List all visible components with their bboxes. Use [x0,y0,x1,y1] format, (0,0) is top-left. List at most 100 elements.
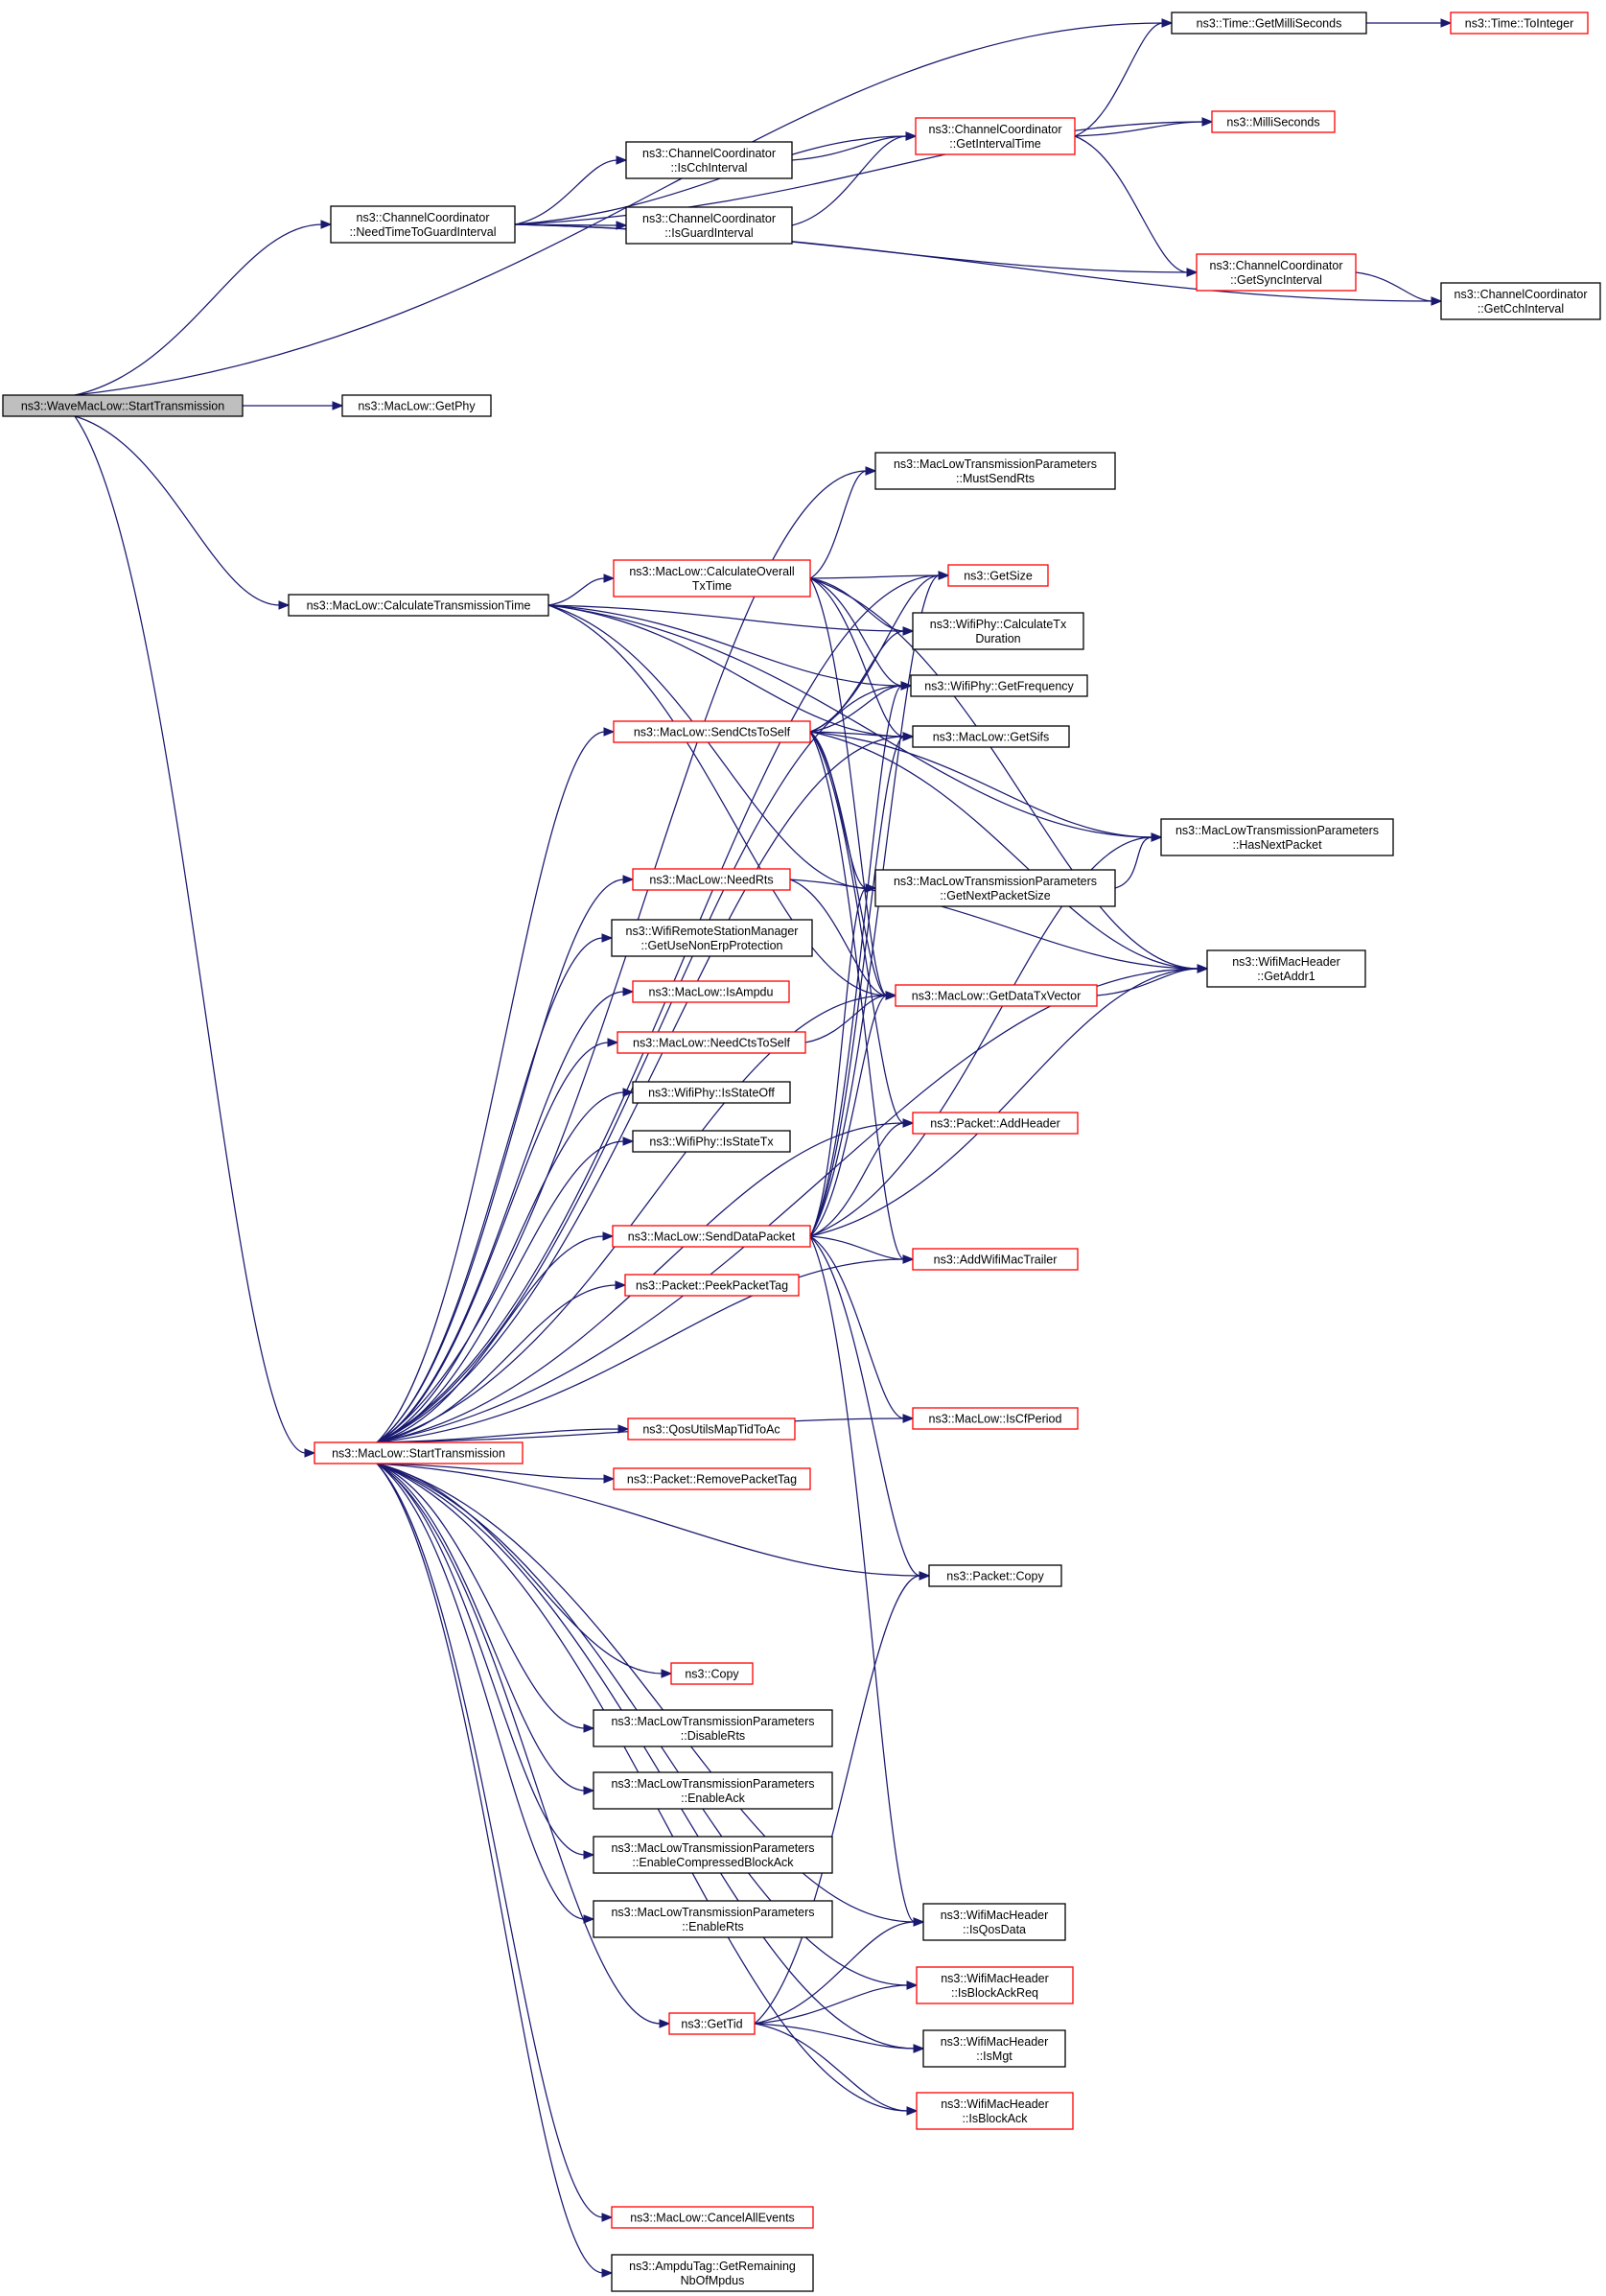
node-cancelAll[interactable]: ns3::MacLow::CancelAllEvents [611,2206,814,2229]
edge-line [789,879,1199,970]
node-getInterval[interactable]: ns3::ChannelCoordinator::GetIntervalTime [915,117,1076,155]
node-sendData[interactable]: ns3::MacLow::SendDataPacket [612,1225,811,1248]
node-toInteger[interactable]: ns3::Time::ToInteger [1450,12,1589,35]
node-getSync[interactable]: ns3::ChannelCoordinator::GetSyncInterval [1196,253,1357,292]
node-getPhy[interactable]: ns3::MacLow::GetPhy [341,394,492,417]
edge-arrowhead [885,991,897,1000]
edge-arrowhead [616,155,628,165]
edge-arrowhead [902,732,915,741]
node-root[interactable]: ns3::WaveMacLow::StartTransmission [2,394,244,417]
edge-line [1355,271,1433,302]
node-addHeader[interactable]: ns3::Packet::AddHeader [912,1112,1079,1135]
edge-arrowhead [603,1474,616,1484]
edge-line [791,135,908,161]
edge-sendData-to-getFreq [809,681,913,1237]
edge-startTx-to-getSize [376,571,950,1443]
edge-arrowhead [622,875,635,884]
node-box [922,2029,1066,2068]
edge-arrowhead [865,466,877,476]
node-sendCts[interactable]: ns3::MacLow::SendCtsToSelf [613,720,811,743]
node-copy[interactable]: ns3::Copy [670,1662,754,1685]
node-label: ns3::MacLow::SendDataPacket [628,1230,796,1244]
edge-line [1074,135,1189,273]
edge-line [789,879,888,996]
node-label: ns3::ChannelCoordinator [1455,288,1588,301]
edge-line [376,1463,909,1986]
node-box [612,1225,811,1248]
edge-arrowhead [615,1280,627,1290]
node-peekTag[interactable]: ns3::Packet::PeekPacketTag [624,1274,800,1297]
node-box [916,1966,1074,2004]
node-box [613,559,811,597]
node-box [2,394,244,417]
node-removeTag[interactable]: ns3::Packet::RemovePacketTag [613,1467,811,1490]
node-calcTT[interactable]: ns3::MacLow::CalculateTransmissionTime [288,594,549,617]
node-box [1171,12,1367,35]
edge-line [809,685,903,1237]
edge-getTid-to-isBA [754,2023,919,2116]
node-label: ns3::WifiMacHeader [1232,955,1340,969]
node-startTx[interactable]: ns3::MacLow::StartTransmission [314,1441,524,1464]
edge-calcOverall-to-getSifs [809,577,915,741]
node-isBAR[interactable]: ns3::WifiMacHeader::IsBlockAckReq [916,1966,1074,2004]
node-box [916,2092,1074,2130]
node-box [874,869,1116,907]
edge-sendCts-to-getAddr1 [809,731,1209,973]
node-qosMap[interactable]: ns3::QosUtilsMapTidToAc [627,1417,796,1441]
node-isStateOff[interactable]: ns3::WifiPhy::IsStateOff [632,1081,791,1104]
node-getMilli[interactable]: ns3::Time::GetMilliSeconds [1171,12,1367,35]
node-pktCopy[interactable]: ns3::Packet::Copy [928,1564,1062,1587]
node-getAddr1[interactable]: ns3::WifiMacHeader::GetAddr1 [1206,949,1366,988]
node-getUseNonErp[interactable]: ns3::WifiRemoteStationManager::GetUseNon… [611,919,813,957]
node-hasNext[interactable]: ns3::MacLowTransmissionParameters::HasNe… [1160,818,1394,856]
node-getDataTx[interactable]: ns3::MacLow::GetDataTxVector [895,984,1098,1007]
node-isAmpdu[interactable]: ns3::MacLow::IsAmpdu [632,980,790,1003]
edge-getTid-to-pktCopy [754,1571,931,2025]
edge-arrowhead [902,626,915,636]
edge-arrowhead [602,1231,615,1241]
edge-getSync-to-getCch [1355,271,1443,306]
node-enableRts[interactable]: ns3::MacLowTransmissionParameters::Enabl… [593,1900,833,1938]
node-label: ns3::ChannelCoordinator [642,147,776,160]
node-getSize[interactable]: ns3::GetSize [947,564,1049,587]
node-box [1211,110,1336,133]
edge-line [376,1463,604,2218]
node-needRts[interactable]: ns3::MacLow::NeedRts [632,868,791,891]
node-milliSec[interactable]: ns3::MilliSeconds [1211,110,1336,133]
node-box [670,1662,754,1685]
edge-line [376,1463,604,2274]
node-addTrailer[interactable]: ns3::AddWifiMacTrailer [912,1248,1079,1271]
node-disableRts[interactable]: ns3::MacLowTransmissionParameters::Disab… [593,1709,833,1747]
edge-startTx-to-addTrailer [377,1254,915,1443]
edge-sendData-to-pktCopy [809,1235,931,1581]
node-getTid[interactable]: ns3::GetTid [668,2012,756,2035]
node-enableCBA[interactable]: ns3::MacLowTransmissionParameters::Enabl… [593,1836,833,1874]
edge-arrowhead [320,220,333,229]
node-isBA[interactable]: ns3::WifiMacHeader::IsBlockAck [916,2092,1074,2130]
edge-line [809,968,1199,1237]
node-getFreq[interactable]: ns3::WifiPhy::GetFrequency [910,674,1088,697]
edge-line [376,1122,905,1443]
node-label: ns3::MacLow::CalculateTransmissionTime [307,599,531,613]
node-needTime[interactable]: ns3::ChannelCoordinator::NeedTimeToGuard… [330,205,516,244]
edge-line [809,577,905,738]
node-needCts[interactable]: ns3::MacLow::NeedCtsToSelf [617,1031,806,1054]
node-isQos[interactable]: ns3::WifiMacHeader::IsQosData [922,1903,1066,1941]
edge-arrowhead [601,2213,614,2222]
edge-line [809,887,868,1237]
node-getCch[interactable]: ns3::ChannelCoordinator::GetCchInterval [1440,282,1601,320]
node-getNextSize[interactable]: ns3::MacLowTransmissionParameters::GetNe… [874,869,1116,907]
node-mustSendRts[interactable]: ns3::MacLowTransmissionParameters::MustS… [874,452,1116,490]
node-isGuard[interactable]: ns3::ChannelCoordinator::IsGuardInterval [625,206,793,245]
node-isMgt[interactable]: ns3::WifiMacHeader::IsMgt [922,2029,1066,2068]
node-isStateTx[interactable]: ns3::WifiPhy::IsStateTx [632,1130,791,1153]
node-isCfPeriod[interactable]: ns3::MacLow::IsCfPeriod [912,1407,1079,1430]
node-getSifs[interactable]: ns3::MacLow::GetSifs [912,725,1070,748]
node-enableAck[interactable]: ns3::MacLowTransmissionParameters::Enabl… [593,1771,833,1810]
node-box [314,1441,524,1464]
edges-layer [74,18,1453,2278]
node-isCch[interactable]: ns3::ChannelCoordinator::IsCchInterval [625,141,793,179]
